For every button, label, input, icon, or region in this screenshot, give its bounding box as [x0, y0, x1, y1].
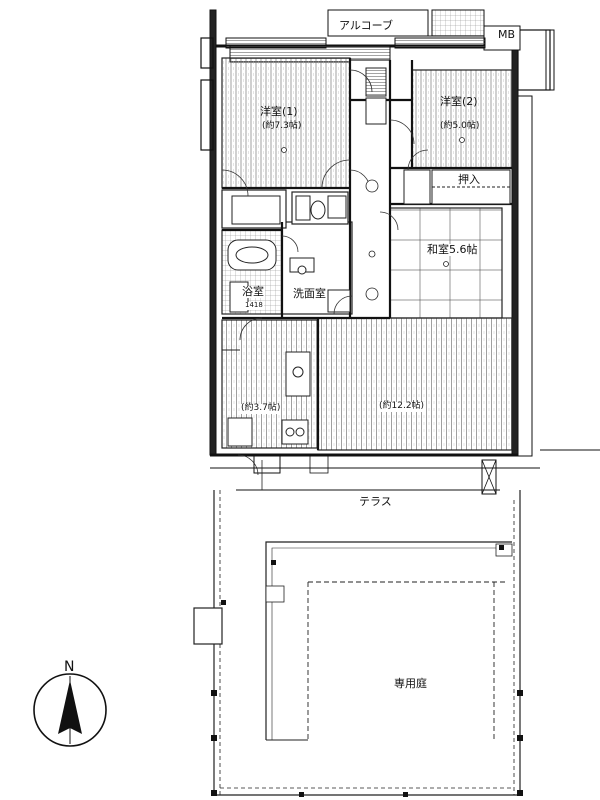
north-compass — [33, 673, 107, 747]
private-garden — [193, 460, 521, 796]
bathroom-size: 1418 — [244, 301, 264, 310]
washroom-label: 洗面室 — [292, 287, 327, 301]
bathroom-label: 浴室 — [241, 285, 265, 299]
living-dining-size: (約12.2帖) — [378, 401, 426, 412]
living-dining — [317, 317, 513, 451]
western-room-2-label: 洋室(2) — [440, 95, 478, 108]
alcove-area — [225, 9, 521, 63]
door-swings — [221, 69, 429, 476]
western-room-2-size: (約5.0帖) — [440, 121, 480, 131]
japanese-room-label: 和室5.6帖 — [426, 243, 479, 257]
ceiling-lights — [281, 137, 465, 301]
closet-label: 押入 — [457, 173, 481, 187]
mb-label: MB — [497, 28, 517, 42]
private-garden-label: 専用庭 — [393, 677, 428, 691]
north-label: N — [64, 659, 75, 675]
western-room-2 — [411, 69, 513, 169]
terrace-label: テラス — [358, 495, 393, 509]
western-room-1-label: 洋室(1) — [260, 105, 298, 118]
kitchen-size: (約3.7帖) — [240, 403, 282, 414]
western-room-1 — [221, 57, 351, 189]
western-room-1-size: (約7.3帖) — [262, 121, 302, 131]
terrace — [210, 454, 540, 495]
fence-posts — [211, 545, 523, 797]
alcove-label: アルコーブ — [338, 19, 395, 33]
interior-walls — [222, 58, 512, 450]
fixtures — [222, 195, 351, 447]
